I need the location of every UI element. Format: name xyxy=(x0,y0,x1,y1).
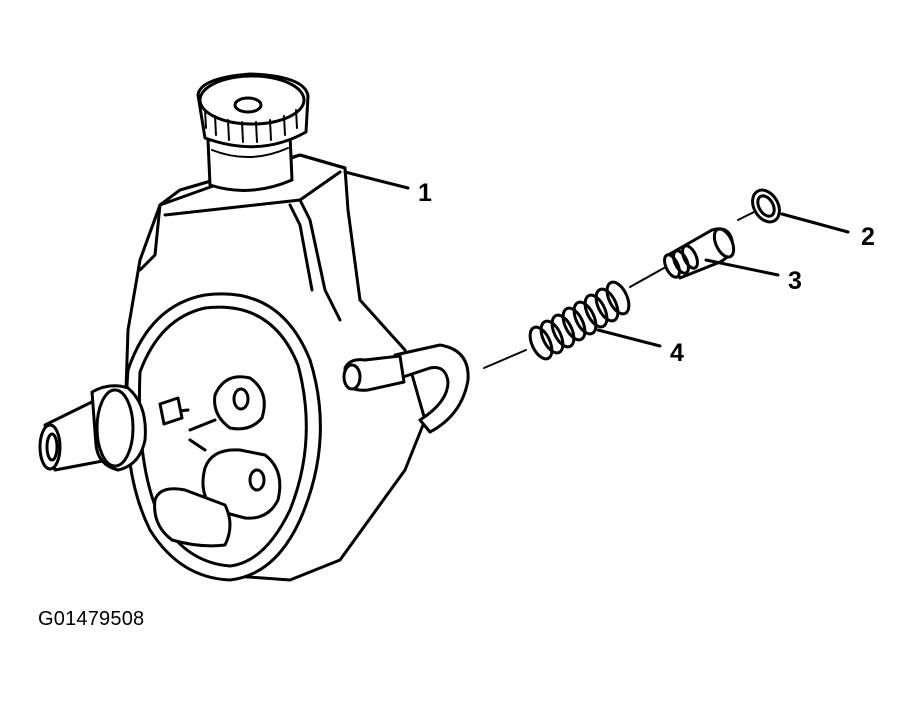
o-ring xyxy=(751,188,781,224)
figure-id-label: G01479508 xyxy=(38,608,145,630)
callout-3: 3 xyxy=(788,267,802,295)
leader-line-1 xyxy=(343,170,410,190)
callout-1: 1 xyxy=(418,179,432,207)
assembly-axis xyxy=(483,211,755,369)
leader-line-4 xyxy=(596,328,662,348)
callout-4: 4 xyxy=(670,339,684,367)
leader-line-3 xyxy=(704,258,780,277)
callout-2: 2 xyxy=(861,223,875,251)
pump-body xyxy=(38,72,470,582)
flow-control-valve xyxy=(663,227,736,280)
leader-lines xyxy=(343,170,850,348)
spring xyxy=(528,280,631,361)
leader-line-2 xyxy=(780,212,850,234)
